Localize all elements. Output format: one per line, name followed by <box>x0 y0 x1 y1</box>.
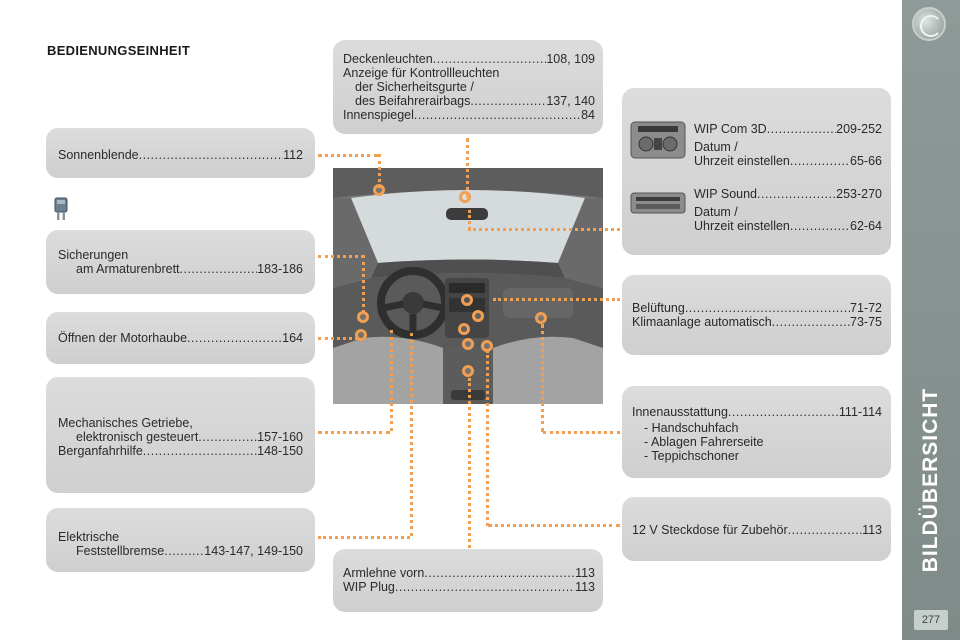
item-label: der Sicherheitsgurte / <box>343 80 595 94</box>
item-page[interactable]: 209-252 <box>836 122 882 136</box>
item-page[interactable]: 84 <box>581 108 595 122</box>
innenausstattung-hotspot[interactable] <box>535 312 547 324</box>
item-label: Uhrzeit einstellen <box>694 219 790 233</box>
item-page[interactable]: 73-75 <box>850 315 882 329</box>
wip-sound-unit-icon <box>630 192 686 214</box>
sonnenblende-hotspot[interactable] <box>373 184 385 196</box>
steckdose-hotspot[interactable] <box>481 340 493 352</box>
item-page[interactable]: 112 <box>283 148 303 162</box>
item-label: Berganfahrhilfe <box>58 444 143 458</box>
item-label: Deckenleuchten <box>343 52 433 66</box>
item-label: 12 V Steckdose für Zubehör <box>632 523 788 537</box>
wip-box: WIP Com 3D 209-252 Datum / Uhrzeit einste… <box>622 88 891 255</box>
chapter-circle-icon <box>912 7 946 41</box>
item-label: Innenausstattung <box>632 405 728 419</box>
page-number: 277 <box>914 610 948 630</box>
list-item: - Teppichschoner <box>632 449 882 463</box>
armlehne-box: Armlehne vorn 113 WIP Plug 113 <box>333 549 603 612</box>
item-page[interactable]: 65-66 <box>850 154 882 168</box>
item-page[interactable]: 253-270 <box>836 187 882 201</box>
item-label: Anzeige für Kontrollleuchten <box>343 66 595 80</box>
item-label: WIP Sound <box>694 187 757 201</box>
item-label: Klimaanlage automatisch <box>632 315 772 329</box>
item-page[interactable]: 143-147, 149-150 <box>204 544 303 558</box>
steckdose-box: 12 V Steckdose für Zubehör 113 <box>622 497 891 561</box>
item-page[interactable]: 113 <box>575 566 595 580</box>
side-tab: BILDÜBERSICHT 277 <box>902 0 960 640</box>
list-item: - Ablagen Fahrerseite <box>632 435 882 449</box>
getriebe-hotspot[interactable] <box>458 323 470 335</box>
deckenleuchten-box: Deckenleuchten 108, 109 Anzeige für Kontr… <box>333 40 603 134</box>
motorhaube-hotspot[interactable] <box>355 329 367 341</box>
item-label: WIP Com 3D <box>694 122 767 136</box>
wip-hotspot[interactable] <box>461 294 473 306</box>
item-page[interactable]: 62-64 <box>850 219 882 233</box>
page-title: BEDIENUNGSEINHEIT <box>47 43 190 58</box>
item-label: Armlehne vorn <box>343 566 424 580</box>
item-label: des Beifahrerairbags <box>355 94 470 108</box>
deckenleuchten-hotspot[interactable] <box>459 191 471 203</box>
getriebe-box: Mechanisches Getriebe, elektronisch gest… <box>46 377 315 493</box>
fuse-icon <box>53 197 69 221</box>
item-page[interactable]: 113 <box>862 523 882 537</box>
item-label: Belüftung <box>632 301 685 315</box>
feststellbremse-hotspot[interactable] <box>462 338 474 350</box>
armlehne-hotspot[interactable] <box>462 365 474 377</box>
item-page[interactable]: 148-150 <box>257 444 303 458</box>
sicherungen-hotspot[interactable] <box>357 311 369 323</box>
feststellbremse-box: Elektrische Feststellbremse 143-147, 149-… <box>46 508 315 572</box>
item-page[interactable]: 71-72 <box>850 301 882 315</box>
item-label: Datum / <box>694 205 882 219</box>
belueftung-hotspot[interactable] <box>472 310 484 322</box>
item-label: Uhrzeit einstellen <box>694 154 790 168</box>
item-label: Datum / <box>694 140 882 154</box>
wip-com-3d-unit-icon <box>630 121 686 159</box>
sicherungen-box: Sicherungen am Armaturenbrett 183-186 <box>46 230 315 294</box>
item-label: Mechanisches Getriebe, <box>58 416 303 430</box>
item-label: WIP Plug <box>343 580 395 594</box>
item-label: Feststellbremse <box>76 544 164 558</box>
item-label: am Armaturenbrett <box>76 262 180 276</box>
item-page[interactable]: 111-114 <box>839 405 882 419</box>
item-label: Öffnen der Motorhaube <box>58 331 187 345</box>
item-label: Innenspiegel <box>343 108 414 122</box>
item-label: Sonnenblende <box>58 148 139 162</box>
item-label: Sicherungen <box>58 248 303 262</box>
list-item: - Handschuhfach <box>632 421 882 435</box>
motorhaube-box: Öffnen der Motorhaube 164 <box>46 312 315 364</box>
sonnenblende-box: Sonnenblende 112 <box>46 128 315 178</box>
item-page[interactable]: 137, 140 <box>546 94 595 108</box>
chapter-title: BILDÜBERSICHT <box>919 388 943 573</box>
item-page[interactable]: 164 <box>282 331 303 345</box>
item-page[interactable]: 157-160 <box>257 430 303 444</box>
innenausstattung-box: Innenausstattung111-114 - Handschuhfach … <box>622 386 891 478</box>
item-label: elektronisch gesteuert <box>76 430 198 444</box>
belueftung-box: Belüftung 71-72 Klimaanlage automatisch 73… <box>622 275 891 355</box>
item-page[interactable]: 108, 109 <box>546 52 595 66</box>
item-page[interactable]: 183-186 <box>257 262 303 276</box>
item-page[interactable]: 113 <box>575 580 595 594</box>
item-label: Elektrische <box>58 530 303 544</box>
